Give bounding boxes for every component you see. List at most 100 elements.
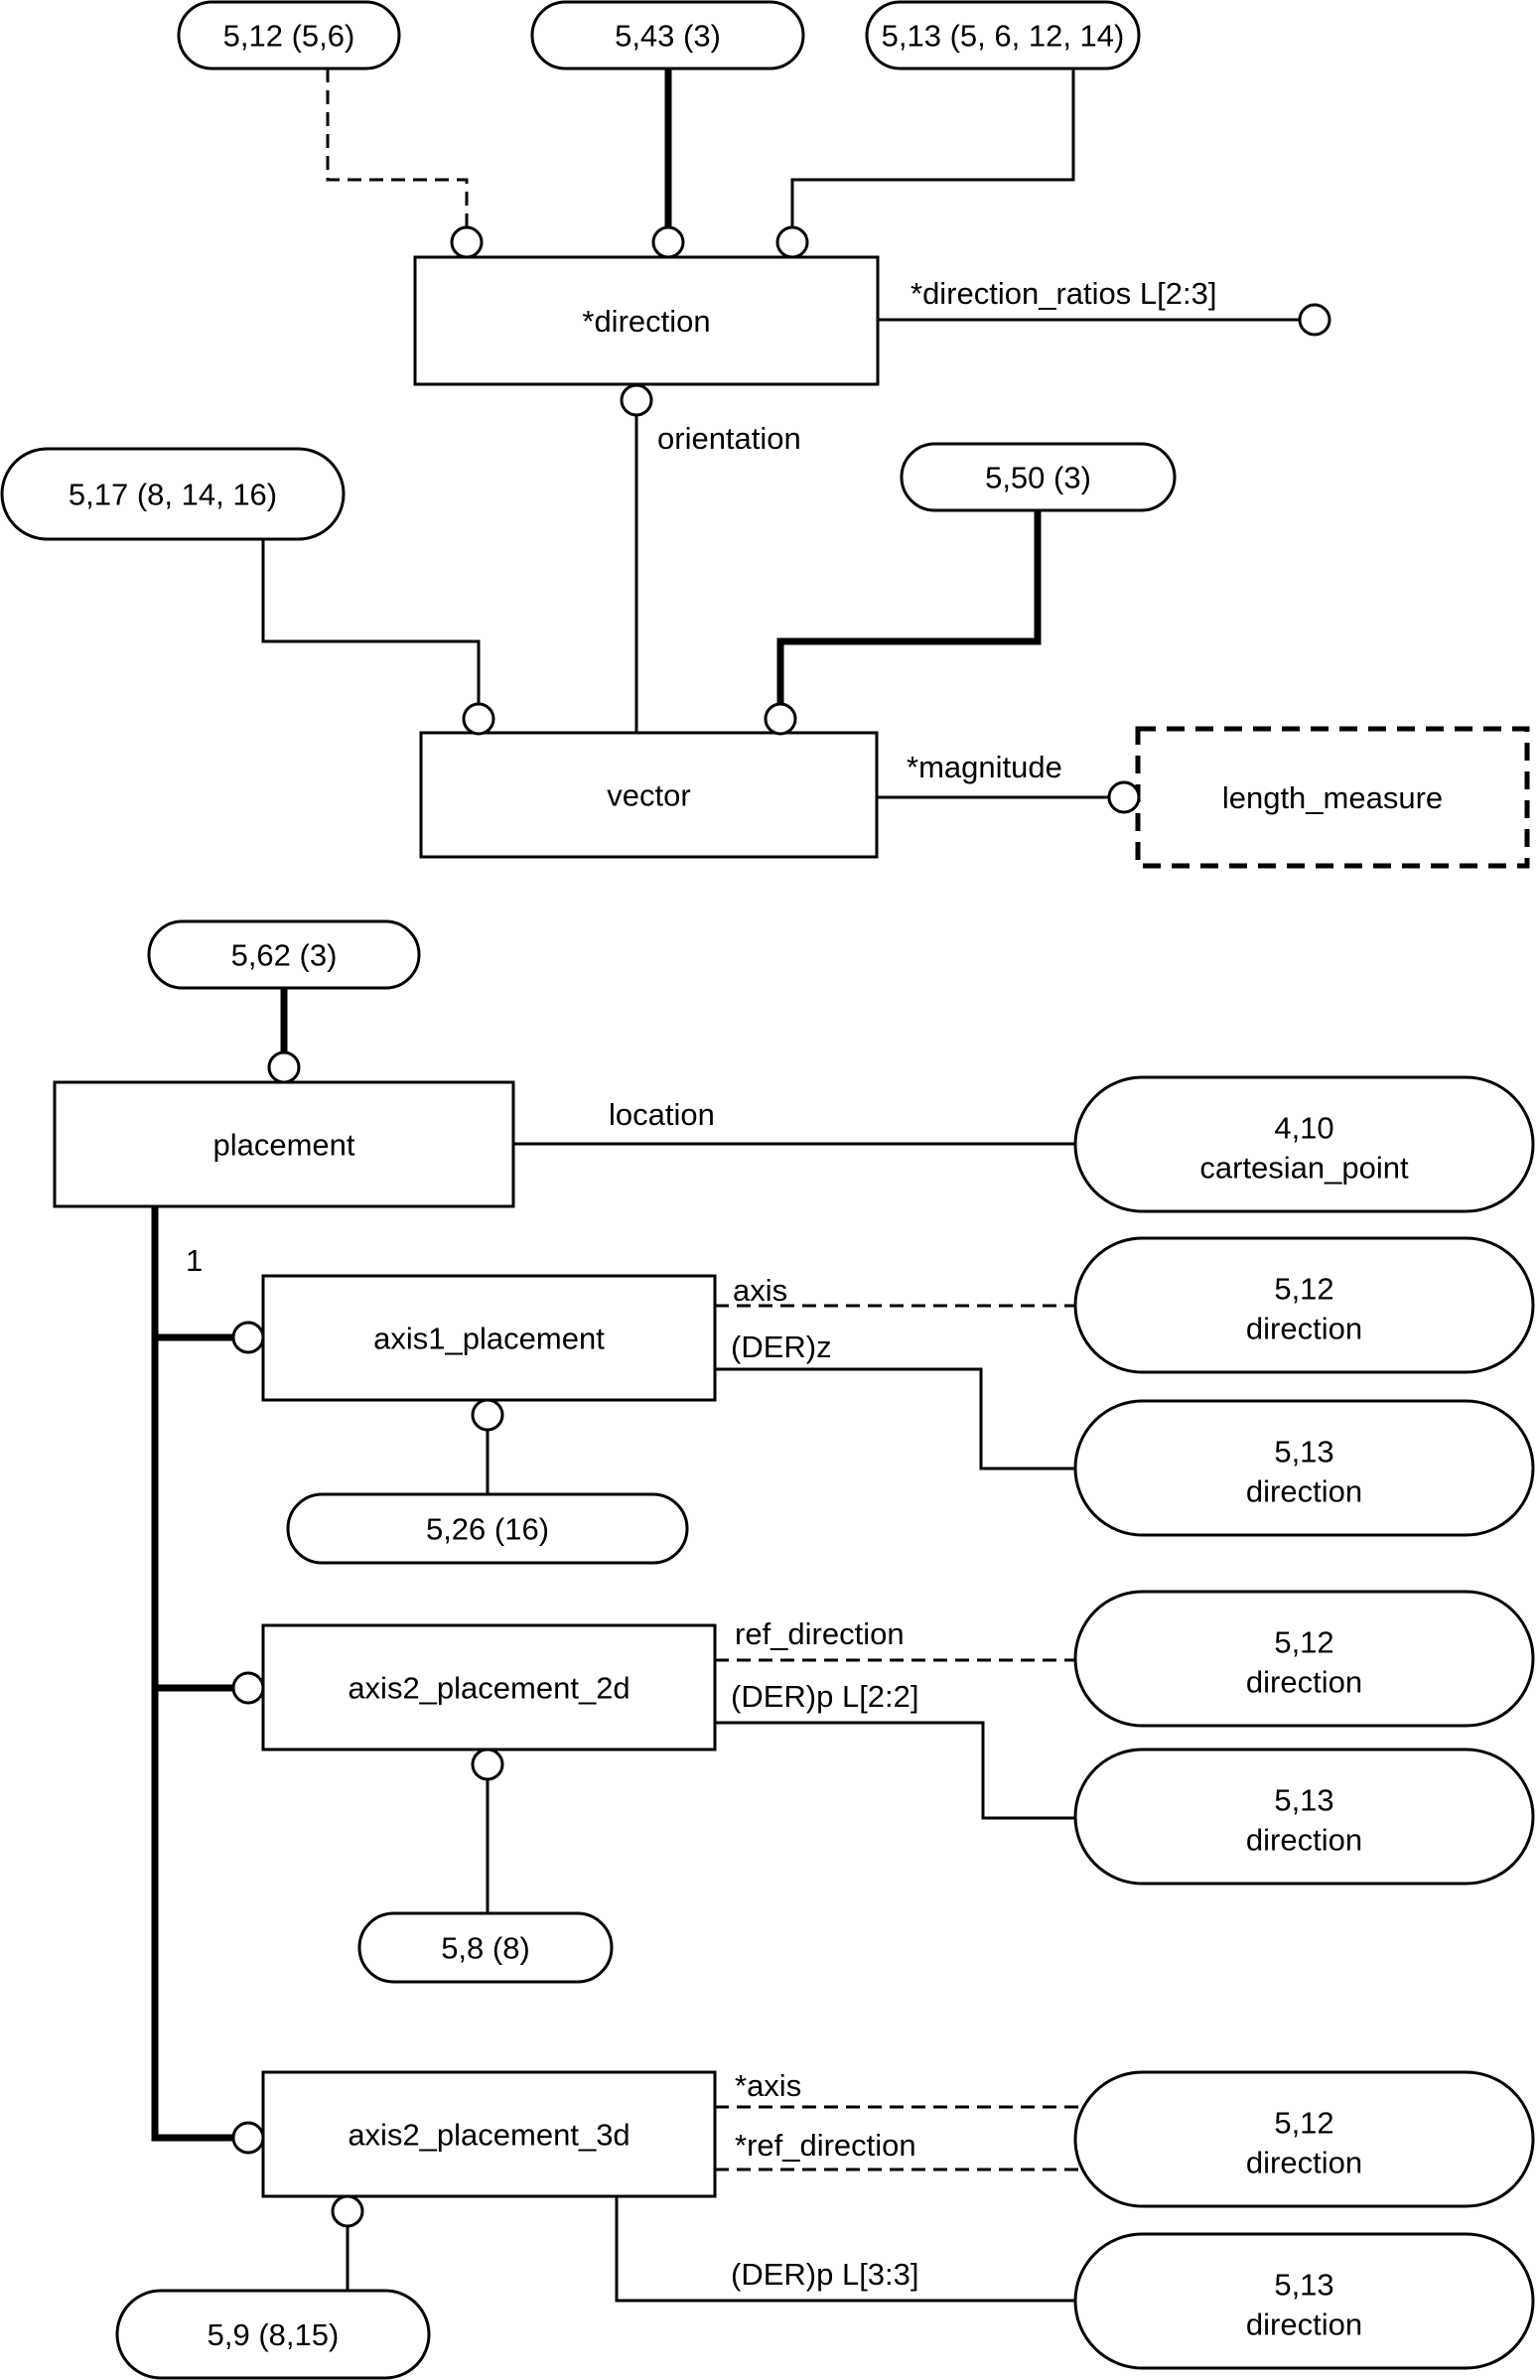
relationship-label-a3-ref-direction: *ref_direction [735, 2128, 916, 2163]
page-reference-name: direction [1246, 1312, 1362, 1346]
edge-5-17-to-vector[interactable] [261, 539, 481, 704]
page-reference-shape [115, 2289, 431, 2380]
end-circle-icon [331, 2194, 364, 2228]
page-reference-shape [900, 442, 1177, 512]
page-reference-number: 5,50 (3) [985, 461, 1091, 495]
page-reference-shape [1073, 1236, 1535, 1374]
page-reference-r512-a3[interactable]: 5,12 direction [1073, 2070, 1535, 2208]
entity-length-measure[interactable]: length_measure [1135, 726, 1530, 869]
entity-label: vector [607, 778, 690, 813]
relationship-label-a1-axis: axis [733, 1273, 787, 1308]
page-reference-shape [0, 447, 346, 541]
page-reference-number: 5,12 [1274, 1272, 1333, 1307]
page-reference-r512-a1[interactable]: 5,12 direction [1073, 1236, 1535, 1374]
page-reference-r543[interactable]: 5,43 (3) [530, 0, 805, 70]
edge-a3-p[interactable] [615, 2196, 1075, 2303]
entity-placement[interactable]: placement [53, 1080, 515, 1208]
page-reference-r513-a2[interactable]: 5,13 direction [1073, 1748, 1535, 1886]
entity-axis1-placement[interactable]: axis1_placement [261, 1274, 717, 1402]
entity-vector[interactable]: vector [419, 731, 879, 859]
edge-5-12-to-direction[interactable] [326, 69, 469, 228]
page-reference-name: direction [1246, 1474, 1362, 1509]
relationship-label-direction-ratios: *direction_ratios L[2:3] [910, 276, 1216, 311]
edge-subtype-tree[interactable] [151, 1206, 233, 2142]
entity-box [261, 2070, 717, 2198]
edge-a2-p[interactable] [715, 1721, 1075, 1820]
entity-axis2-placement-3d[interactable]: axis2_placement_3d [261, 2070, 717, 2198]
page-reference-r58[interactable]: 5,8 (8) [357, 1911, 614, 1984]
end-circle-icon [267, 1050, 301, 1084]
page-reference-shape [286, 1492, 689, 1565]
end-circle-icon [231, 2121, 265, 2155]
entity-label: axis2_placement_3d [348, 2118, 630, 2153]
page-reference-number: 4,10 [1274, 1111, 1333, 1146]
end-circle-icon [1298, 303, 1331, 337]
page-reference-number: 5,26 (16) [426, 1512, 549, 1547]
page-reference-number: 5,13 (5, 6, 12, 14) [882, 19, 1125, 54]
page-reference-shape [177, 0, 401, 70]
page-reference-shape [530, 0, 805, 70]
page-reference-name: direction [1246, 1665, 1362, 1700]
page-reference-number: 5,9 (8,15) [208, 2317, 340, 2352]
entity-label: axis1_placement [373, 1322, 605, 1356]
page-reference-r59[interactable]: 5,9 (8,15) [115, 2289, 431, 2380]
relationship-label-location: location [609, 1097, 715, 1132]
entity-direction[interactable]: *direction [413, 255, 880, 386]
page-reference-r517[interactable]: 5,17 (8, 14, 16) [0, 447, 346, 541]
end-circle-icon [231, 1321, 265, 1354]
page-reference-shape [865, 0, 1141, 70]
entity-box [261, 1274, 717, 1402]
end-circle-icon [450, 225, 484, 259]
page-reference-shape [147, 919, 421, 990]
page-reference-r410[interactable]: 4,10 cartesian_point [1073, 1075, 1535, 1213]
page-reference-r550[interactable]: 5,50 (3) [900, 442, 1177, 512]
end-circle-icon [471, 1748, 504, 1781]
end-circle-icon [620, 383, 653, 417]
page-reference-number: 5,12 [1274, 2106, 1333, 2141]
edge-5-50-to-vector[interactable] [776, 510, 1042, 704]
relationship-label-magnitude: *magnitude [907, 750, 1062, 784]
relationship-label-a1-z: (DER)z [731, 1330, 832, 1364]
entity-box [413, 255, 880, 386]
edge-5-13-to-direction[interactable] [790, 69, 1075, 228]
end-circle-icon [775, 225, 809, 259]
page-reference-name: direction [1246, 2146, 1362, 2180]
page-reference-number: 5,13 [1274, 1783, 1333, 1818]
page-reference-name: cartesian_point [1199, 1151, 1409, 1186]
page-reference-r526[interactable]: 5,26 (16) [286, 1492, 689, 1565]
relationship-label-a3-axis: *axis [735, 2068, 801, 2103]
end-circle-icon [462, 702, 495, 736]
relationship-label-orientation: orientation [657, 421, 801, 456]
end-circle-icon [1107, 780, 1141, 814]
page-reference-name: direction [1246, 2308, 1362, 2342]
page-reference-r562[interactable]: 5,62 (3) [147, 919, 421, 990]
end-circle-icon [471, 1398, 504, 1432]
page-reference-shape [1073, 1590, 1535, 1728]
relationship-label-a3-p: (DER)p L[3:3] [731, 2257, 919, 2292]
relationship-label-a2-ref-direction: ref_direction [735, 1616, 905, 1651]
page-reference-shape [357, 1911, 614, 1984]
entity-label: placement [212, 1128, 354, 1163]
page-reference-number: 5,43 (3) [615, 19, 721, 54]
page-reference-shape [1073, 2070, 1535, 2208]
page-reference-number: 5,8 (8) [441, 1931, 530, 1966]
page-reference-number: 5,17 (8, 14, 16) [69, 478, 277, 512]
page-reference-shape [1073, 1748, 1535, 1886]
entity-label: length_measure [1222, 780, 1443, 815]
edge-a1-z[interactable] [715, 1367, 1075, 1470]
page-reference-shape [1073, 2232, 1535, 2370]
page-reference-number: 5,62 (3) [231, 938, 338, 973]
page-reference-r512-top[interactable]: 5,12 (5,6) [177, 0, 401, 70]
entity-label: *direction [582, 304, 710, 339]
end-circle-icon [231, 1671, 265, 1705]
page-reference-r513-top[interactable]: 5,13 (5, 6, 12, 14) [865, 0, 1141, 70]
page-reference-name: direction [1246, 1823, 1362, 1858]
entity-axis2-placement-2d[interactable]: axis2_placement_2d [261, 1623, 717, 1751]
relationship-lines [151, 69, 1300, 2303]
relationship-labels: *direction_ratios L[2:3] orientation *magn… [186, 276, 1216, 2292]
end-circle-icon [764, 702, 797, 736]
